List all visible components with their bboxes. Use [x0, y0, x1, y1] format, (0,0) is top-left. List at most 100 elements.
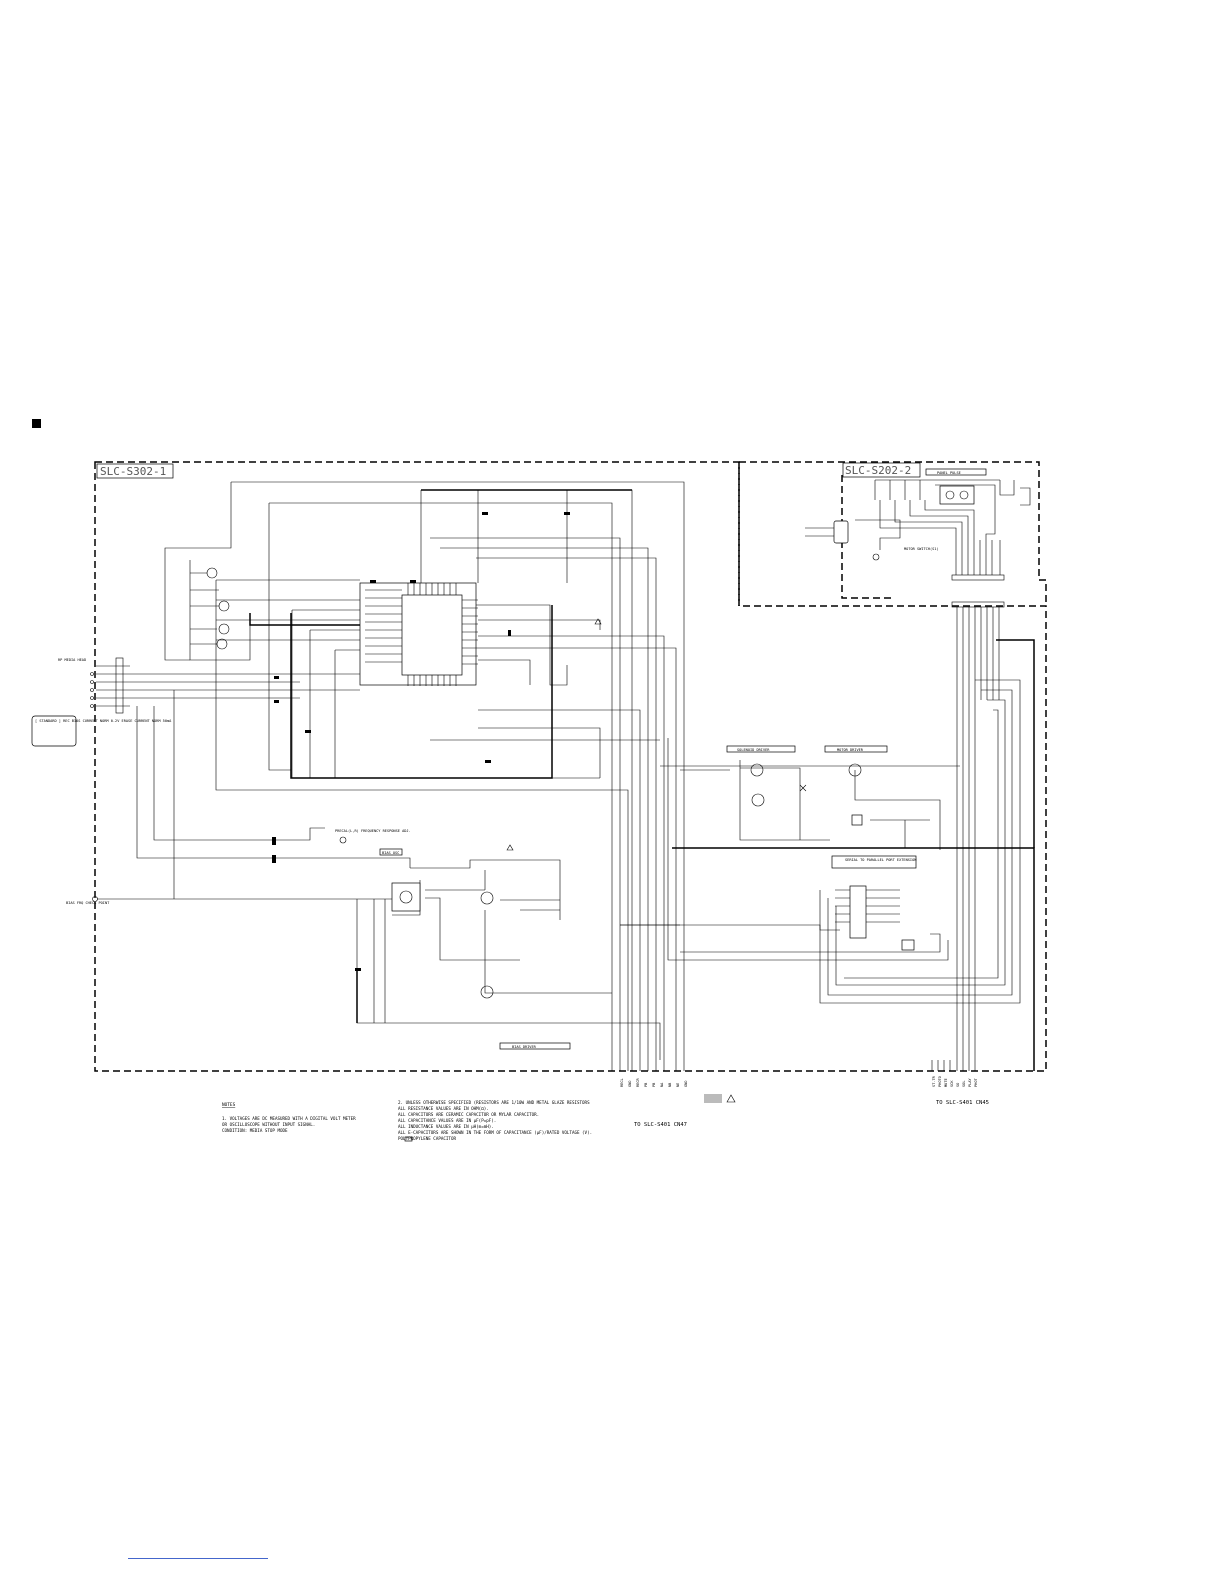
connector-pin-label: NE: [676, 1083, 680, 1087]
left-connector-pin-labels: RECL GND RECR PB PB NA NB NE GND: [620, 1078, 688, 1087]
connector-pin-label: NA: [660, 1082, 664, 1087]
sub-board-outline: [738, 461, 1047, 606]
connector-pin-label: NB: [668, 1083, 672, 1087]
note-left-line: 1. VOLTAGES ARE DC MEASURED WITH A DIGIT…: [222, 1116, 356, 1121]
connector-pin-label: PHOTO: [938, 1076, 942, 1087]
transistor-q1-icon: [206, 567, 218, 579]
transformer-coil-icon: [399, 890, 413, 904]
solenoid-driver-title-box: [726, 745, 796, 753]
note-right-line: ALL INDUCTANCE VALUES ARE IN μH(m=mH).: [398, 1124, 494, 1129]
transistor-q3-icon: [218, 623, 230, 635]
square-bullet-icon: [32, 419, 41, 428]
connector-pin-label: RECL: [620, 1078, 624, 1087]
sub-board-connector: [951, 574, 1005, 1058]
right-connector-target: TO SLC-S401 CN45: [936, 1100, 989, 1106]
connector-pin-label: GND: [628, 1081, 632, 1088]
transistor-osc-icon: [480, 891, 494, 905]
bias-osc-title-box: [379, 848, 403, 856]
note-right-line: 2. UNLESS OTHERWISE SPECIFIED (RESISTORS…: [398, 1100, 590, 1105]
note-right-line: ALL CAPACITORS ARE CERAMIC CAPACITOR OR …: [398, 1112, 539, 1117]
panel-pulse-label: PANEL PULSE: [937, 471, 961, 475]
connector-pin-label: SO: [956, 1083, 960, 1087]
sub-board-title-box: [842, 462, 921, 478]
transistor-solenoid2-icon: [751, 793, 765, 807]
transistor-q2-icon: [218, 600, 230, 612]
switch-icon: [872, 553, 880, 561]
note-left-line: CONDITION: MEDIA STOP MODE: [222, 1128, 288, 1133]
photo-sensor-icon: [945, 490, 955, 500]
right-bottom-connector: [931, 1058, 976, 1071]
right-wiring: [620, 679, 1021, 1004]
solenoid-icon: [1020, 487, 1031, 506]
connector-pin-label: PHOT: [974, 1078, 978, 1087]
transistor-q4-icon: [216, 638, 228, 650]
sub-board-title: SLC-S202-2: [845, 464, 911, 477]
main-board-title: SLC-S302-1: [100, 465, 166, 478]
solenoid-driver-label: SOLENOID DRIVER: [737, 748, 770, 752]
capacitors: [272, 512, 570, 971]
bias-osc-transformer: [391, 882, 421, 912]
serial-parallel-title-box: [831, 855, 917, 869]
right-connector-pin-labels: ST.TR PHOTO MUTE SCK SO SOL PLAY PHOT: [932, 1075, 978, 1087]
main-wiring: [96, 481, 685, 1071]
standard-spec-text: [ STANDARD ] REC BIAS CURRENT NORM 0.2V …: [35, 719, 172, 723]
motor-ic-small: [851, 814, 863, 826]
connector-pin-label: SCK: [950, 1080, 954, 1087]
note-right-line: POLYPROPYLENE CAPACITOR: [398, 1136, 456, 1141]
polypropylene-capacitor-icon: [404, 1136, 413, 1142]
bias-check-point-icon: [92, 896, 98, 902]
note-left-line: OR OSCILLOSCOPE WITHOUT INPUT SIGNAL.: [222, 1122, 315, 1127]
connector-pin-label: ST.TR: [932, 1075, 936, 1087]
footer-link-underline: [128, 1558, 268, 1559]
motor-driver-title-box: [824, 745, 888, 753]
motor-driver-label: MOTOR DRIVER: [837, 748, 864, 752]
note-right-line: ALL CAPACITANCE VALUES ARE IN μF(P=pF).: [398, 1118, 496, 1123]
adjust-point-icon: [339, 836, 347, 844]
connector-pin-label: PLAY: [968, 1078, 972, 1087]
warning-triangle-icon: [726, 1094, 736, 1103]
serial-parallel-label: SERIAL TO PARALLEL PORT EXTENSION: [845, 858, 916, 862]
transistor-group-left: [189, 560, 251, 661]
left-connector-target: TO SLC-S401 CN47: [634, 1122, 687, 1128]
connector-pin-label: PB: [644, 1083, 648, 1087]
motor-switch-label: MOTOR SWITCH(S1): [904, 547, 939, 551]
serial-parallel-ic: [849, 885, 867, 939]
head-connector: [90, 657, 124, 714]
motor-connector: [833, 520, 849, 544]
panel-wiring: [805, 479, 1015, 575]
connector-pin-label: PB: [652, 1083, 656, 1087]
head-connector-block: [115, 657, 124, 714]
bias-driver-title-box: [499, 1042, 571, 1050]
note-right-line: ALL E-CAPACITORS ARE SHOWN IN THE FORM O…: [398, 1130, 592, 1135]
bias-osc-label: BIAS OSC: [382, 851, 399, 855]
warning-triangle-icon: [506, 844, 514, 851]
serial-parallel-switch: [901, 939, 915, 951]
notes-heading: NOTES: [222, 1102, 236, 1108]
connector-pin-label: SOL: [962, 1081, 966, 1088]
main-ic-pins: [365, 583, 478, 686]
transistor-motor-icon: [848, 763, 862, 777]
connector-pin-label: MUTE: [944, 1078, 948, 1087]
transistor-bias-driver-icon: [480, 985, 494, 999]
panel-pulse-title-box: [925, 468, 987, 476]
photo-sensor-icon: [959, 490, 969, 500]
note-right-line: ALL RESISTANCE VALUES ARE IN OHM(Ω).: [398, 1106, 489, 1111]
rp-head-label: RP MEDIA HEAD: [58, 658, 86, 662]
connector-pin-label: RECR: [636, 1078, 640, 1087]
standard-spec-box: [31, 715, 77, 747]
power-rails: [249, 489, 1035, 1071]
main-board-outline: [94, 461, 1047, 1072]
freq-response-label: PRECAL(L,R) FREQUENCY RESPONSE ADJ.: [335, 829, 411, 833]
photo-sensor-box: [939, 485, 975, 505]
safety-shade-swatch: [704, 1094, 722, 1103]
left-bottom-connector: [611, 1060, 677, 1071]
main-ic-core: [401, 594, 463, 676]
bias-check-point-label: BIAS FRQ CHECK POINT: [66, 901, 110, 905]
transistor-solenoid-icon: [750, 763, 764, 777]
main-board-title-box: [96, 463, 174, 479]
warning-triangle-icon: [594, 618, 602, 625]
diode-icon: [799, 784, 807, 792]
bias-driver-label: BIAS DRIVER: [512, 1045, 537, 1049]
connector-pin-label: GND: [684, 1081, 688, 1088]
